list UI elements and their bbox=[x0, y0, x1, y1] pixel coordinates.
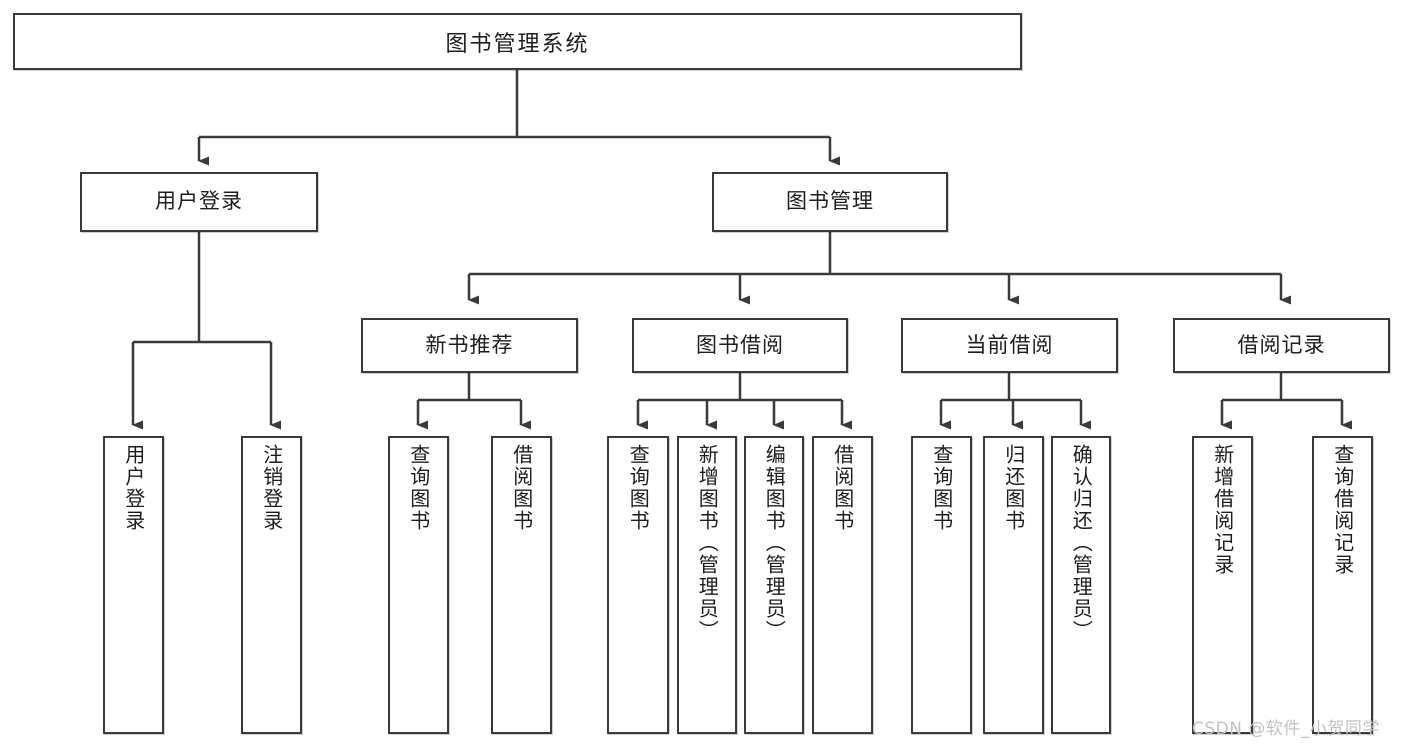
node-label: 查询借阅记录 bbox=[1330, 444, 1355, 576]
node-label: 编辑图书（管理员） bbox=[762, 444, 787, 642]
node-label: 用户登录 bbox=[121, 444, 146, 532]
csdn-watermark: CSDN @软件_小贺同学 bbox=[1192, 714, 1380, 739]
node-label: 查询图书 bbox=[406, 444, 431, 532]
node-label: 当前借阅 bbox=[965, 332, 1054, 357]
leaf-book-borrow-edit-book-admin[interactable]: 编辑图书（管理员） bbox=[744, 436, 804, 734]
node-label: 图书管理系统 bbox=[445, 31, 590, 57]
node-label: 图书借阅 bbox=[696, 332, 784, 357]
leaf-borrow-record-query-record[interactable]: 查询借阅记录 bbox=[1312, 436, 1373, 734]
node-label: 新增借阅记录 bbox=[1210, 444, 1235, 576]
node-new-book-recommend[interactable]: 新书推荐 bbox=[361, 318, 578, 373]
node-borrow-record[interactable]: 借阅记录 bbox=[1173, 318, 1390, 373]
node-user-login[interactable]: 用户登录 bbox=[80, 172, 318, 232]
leaf-new-book-borrow-book[interactable]: 借阅图书 bbox=[491, 436, 552, 734]
node-root-book-management-system[interactable]: 图书管理系统 bbox=[13, 13, 1022, 70]
node-label: 借阅记录 bbox=[1237, 332, 1326, 357]
node-label: 图书管理 bbox=[786, 189, 874, 214]
watermark-text: CSDN @软件_小贺同学 bbox=[1192, 719, 1380, 739]
node-label: 归还图书 bbox=[1001, 444, 1026, 532]
node-label: 查询图书 bbox=[626, 444, 651, 532]
node-label: 注销登录 bbox=[259, 444, 284, 532]
node-book-management[interactable]: 图书管理 bbox=[712, 172, 948, 232]
leaf-borrow-record-add-record[interactable]: 新增借阅记录 bbox=[1192, 436, 1253, 734]
leaf-book-borrow-add-book-admin[interactable]: 新增图书（管理员） bbox=[677, 436, 737, 734]
leaf-new-book-query-book[interactable]: 查询图书 bbox=[388, 436, 449, 734]
leaf-user-login-login[interactable]: 用户登录 bbox=[103, 436, 164, 734]
node-book-borrow[interactable]: 图书借阅 bbox=[632, 318, 848, 373]
node-label: 借阅图书 bbox=[830, 444, 855, 532]
leaf-current-borrow-confirm-return-admin[interactable]: 确认归还（管理员） bbox=[1051, 436, 1111, 734]
leaf-current-borrow-return-book[interactable]: 归还图书 bbox=[983, 436, 1044, 734]
node-label: 查询图书 bbox=[929, 444, 954, 532]
node-label: 用户登录 bbox=[155, 189, 243, 214]
node-label: 确认归还（管理员） bbox=[1069, 444, 1094, 642]
leaf-book-borrow-borrow-book[interactable]: 借阅图书 bbox=[812, 436, 873, 734]
leaf-user-login-logout[interactable]: 注销登录 bbox=[241, 436, 302, 734]
leaf-book-borrow-query-book[interactable]: 查询图书 bbox=[607, 436, 669, 734]
node-current-borrow[interactable]: 当前借阅 bbox=[901, 318, 1118, 373]
node-label: 借阅图书 bbox=[509, 444, 534, 532]
node-label: 新书推荐 bbox=[425, 332, 514, 357]
leaf-current-borrow-query-book[interactable]: 查询图书 bbox=[911, 436, 972, 734]
node-label: 新增图书（管理员） bbox=[695, 444, 720, 642]
